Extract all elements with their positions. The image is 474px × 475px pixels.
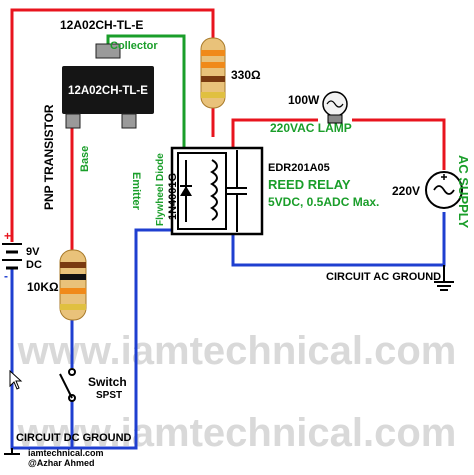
battery-volts-label: 9V <box>26 246 40 258</box>
dc-ground-label: CIRCUIT DC GROUND <box>16 432 132 444</box>
lamp-watt-label: 100W <box>288 93 320 107</box>
lamp-label: 220VAC LAMP <box>270 121 352 135</box>
relay-part-label: EDR201A05 <box>268 162 330 174</box>
resistor-10k-value: 10KΩ <box>27 280 59 294</box>
dc-ground-symbol <box>4 448 20 455</box>
transistor-body <box>62 43 154 129</box>
battery-kind-label: DC <box>26 259 42 271</box>
supply-label: AC SUPPLY <box>456 155 471 229</box>
transistor-body-label: 12A02CH-TL-E <box>68 85 148 97</box>
ac-source-symbol <box>425 171 463 209</box>
supply-volts-label: 220V <box>392 184 420 198</box>
lamp-bulb <box>322 91 348 124</box>
mouse-cursor-icon <box>9 369 23 390</box>
wire-ground <box>10 212 446 450</box>
transistor-type-label: PNP TRANSISTOR <box>42 104 56 210</box>
resistor-10k-body <box>59 249 87 321</box>
relay-name-label: REED RELAY <box>268 177 351 192</box>
resistor-330-body <box>200 37 226 109</box>
watermark-top: www.iamtechnical.com <box>17 329 457 373</box>
switch-symbol <box>59 368 76 402</box>
collector-pin-label: Collector <box>110 40 158 52</box>
battery-symbol <box>2 243 22 270</box>
battery-plus-label: + <box>4 229 11 243</box>
diode-part-label: 1N4001G <box>167 173 179 220</box>
diode-label: Flywheel Diode <box>155 153 166 226</box>
credit-author: @Azhar Ahmed <box>28 458 94 468</box>
transistor-part-label: 12A02CH-TL-E <box>60 18 143 32</box>
ac-ground-symbol <box>434 265 454 291</box>
resistor-330-value: 330Ω <box>231 68 261 82</box>
emitter-pin-label: Emitter <box>130 172 142 211</box>
switch-name-label: Switch <box>88 375 127 389</box>
relay-rating-label: 5VDC, 0.5ADC Max. <box>268 195 379 209</box>
credit-site: iamtechnical.com <box>28 448 104 458</box>
relay-box <box>170 146 264 236</box>
battery-minus-label: - <box>4 269 8 283</box>
ac-ground-label: CIRCUIT AC GROUND <box>326 271 441 283</box>
base-pin-label: Base <box>79 146 91 172</box>
switch-type-label: SPST <box>96 390 122 401</box>
